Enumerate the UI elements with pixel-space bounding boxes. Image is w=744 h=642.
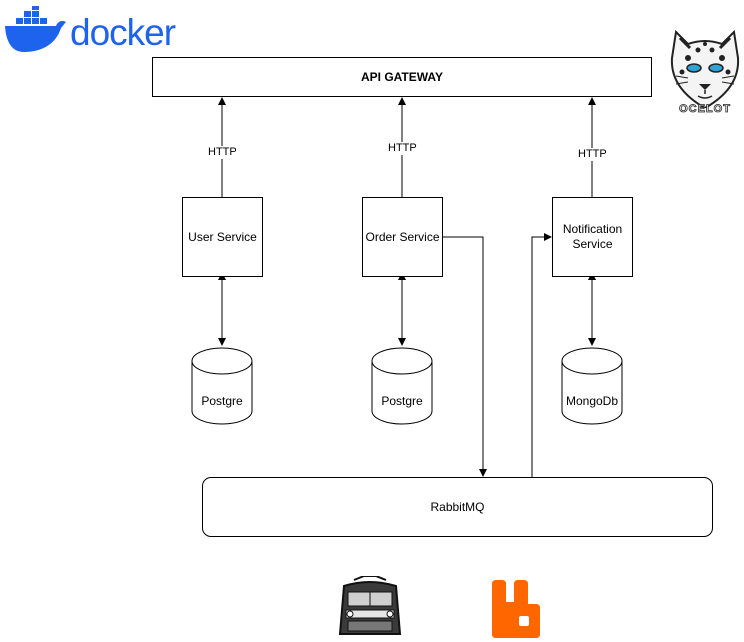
api-gateway-label: API GATEWAY bbox=[360, 69, 443, 84]
http-label-notification: HTTP bbox=[576, 148, 609, 161]
ocelot-wordmark: OCELOT bbox=[679, 103, 731, 116]
user-service-box: User Service bbox=[182, 197, 263, 277]
docker-whale-icon bbox=[5, 6, 66, 52]
order-service-label: Order Service bbox=[365, 229, 440, 244]
db-cylinder-notification bbox=[561, 347, 623, 425]
db-cylinder-order bbox=[371, 347, 433, 425]
rabbitmq-label: RabbitMQ bbox=[430, 499, 485, 514]
user-service-label: User Service bbox=[188, 229, 257, 244]
notification-service-box: Notification Service bbox=[552, 197, 633, 277]
notification-service-label: Notification Service bbox=[562, 222, 623, 251]
order-to-rabbit-arrow bbox=[443, 236, 487, 477]
db-label-user: Postgre bbox=[201, 394, 243, 408]
db-label-notification: MongoDb bbox=[565, 394, 619, 408]
docker-wordmark: docker bbox=[70, 12, 176, 53]
api-gateway-box: API GATEWAY bbox=[152, 57, 652, 97]
masstransit-truck-icon bbox=[338, 576, 402, 635]
db-cylinder-user bbox=[191, 347, 253, 425]
rabbit-to-notification-arrow bbox=[531, 233, 552, 477]
db-label-order: Postgre bbox=[381, 394, 423, 408]
rabbitmq-icon bbox=[492, 580, 540, 638]
ocelot-cat-icon bbox=[670, 29, 740, 108]
http-label-user: HTTP bbox=[206, 146, 239, 159]
rabbitmq-bus-box: RabbitMQ bbox=[202, 477, 713, 537]
order-service-box: Order Service bbox=[362, 197, 443, 277]
http-label-order: HTTP bbox=[386, 142, 419, 155]
